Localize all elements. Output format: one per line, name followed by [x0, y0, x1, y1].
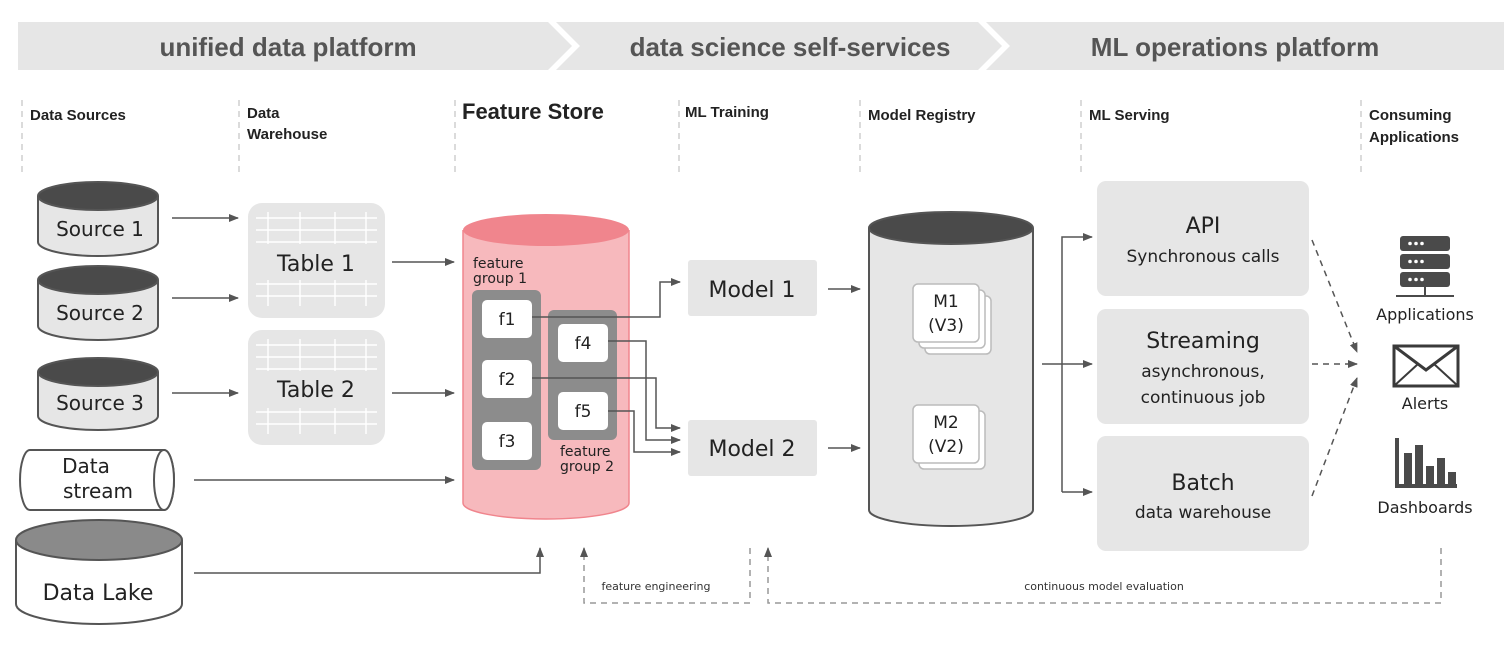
continuous-evaluation-label: continuous model evaluation: [1024, 580, 1184, 593]
feature-group-1-label-line1: feature: [473, 256, 524, 272]
banner-stage-3-shape: [986, 22, 1504, 70]
source-3-cylinder: Source 3: [37, 357, 159, 431]
col-data-warehouse-line2: Warehouse: [247, 126, 327, 143]
feature-f5: f5: [558, 392, 608, 430]
table-1-box: Table 1: [248, 203, 385, 318]
consumer-arrows: [1311, 239, 1358, 497]
model-1-box: Model 1: [688, 260, 817, 316]
data-lake-label: Data Lake: [43, 581, 154, 606]
model-registry-arrows: [828, 285, 861, 452]
source-2-cylinder: Source 2: [37, 265, 159, 341]
feature-f3: f3: [482, 422, 532, 460]
feature-group-1-label-line2: group 1: [473, 271, 527, 287]
feature-f4-label: f4: [575, 334, 592, 354]
banner-stage-1: unified data platform: [159, 32, 416, 62]
feature-group-2-label-line1: feature: [560, 444, 611, 460]
col-data-warehouse-line1: Data: [247, 105, 280, 122]
streaming-title: Streaming: [1146, 329, 1260, 354]
banner-stage-1-shape: [18, 22, 572, 70]
source-1-cylinder: Source 1: [37, 181, 159, 257]
source-1-label: Source 1: [56, 217, 144, 241]
batch-subtitle: data warehouse: [1135, 503, 1271, 523]
feature-f1: f1: [482, 300, 532, 338]
alerts-label: Alerts: [1402, 394, 1448, 413]
data-lake-cylinder: Data Lake: [15, 519, 183, 625]
m1-name: M1: [933, 292, 958, 312]
source-2-label: Source 2: [56, 301, 144, 325]
m2-version: (V2): [928, 437, 964, 457]
table-2-label: Table 2: [276, 378, 355, 403]
stage-banner: unified data platform data science self-…: [18, 22, 1504, 70]
feature-f4: f4: [558, 324, 608, 362]
col-ml-serving: ML Serving: [1089, 107, 1170, 124]
model-registry-cylinder: [868, 211, 1034, 527]
m2-name: M2: [933, 413, 958, 433]
feature-f2: f2: [482, 360, 532, 398]
model-1-label: Model 1: [708, 278, 795, 303]
banner-stage-3: ML operations platform: [1091, 32, 1379, 62]
col-model-registry: Model Registry: [868, 107, 976, 124]
feedback-loops: [580, 547, 1442, 604]
dashboards-label: Dashboards: [1377, 498, 1472, 517]
col-data-sources: Data Sources: [30, 107, 126, 124]
batch-title: Batch: [1171, 471, 1234, 496]
serving-connectors: [1042, 233, 1093, 496]
serving-batch-box: Batch data warehouse: [1097, 436, 1309, 551]
model-2-label: Model 2: [708, 437, 795, 462]
m1-version: (V3): [928, 316, 964, 336]
feature-group-2-label-line2: group 2: [560, 459, 614, 475]
model-card-m2: M2 (V2): [912, 404, 986, 470]
feature-f5-label: f5: [575, 402, 592, 422]
bar-chart-icon: [1395, 438, 1457, 488]
serving-streaming-box: Streaming asynchronous, continuous job: [1097, 309, 1309, 424]
server-icon: [1396, 236, 1454, 297]
source-3-label: Source 3: [56, 391, 144, 415]
api-title: API: [1186, 214, 1221, 239]
column-headers: [21, 100, 1362, 172]
envelope-icon: [1392, 344, 1460, 388]
table-2-box: Table 2: [248, 330, 385, 445]
feature-model-connectors: [532, 278, 681, 456]
table-1-label: Table 1: [276, 252, 355, 277]
feature-f3-label: f3: [499, 432, 516, 452]
data-stream-label-line2: stream: [63, 479, 133, 503]
data-stream-label-line1: Data: [62, 454, 110, 478]
col-consuming-line1: Consuming: [1369, 107, 1452, 124]
banner-stage-2: data science self-services: [630, 32, 951, 62]
applications-label: Applications: [1376, 305, 1474, 324]
feature-engineering-label: feature engineering: [601, 580, 710, 593]
ingest-arrows: [172, 214, 544, 574]
col-feature-store: Feature Store: [462, 99, 604, 124]
col-consuming-line2: Applications: [1369, 129, 1459, 146]
data-stream-cylinder: Data stream: [19, 449, 175, 511]
banner-stage-2-shape: [556, 22, 1002, 70]
model-card-m1: M1 (V3): [912, 283, 992, 355]
streaming-subtitle-line2: continuous job: [1141, 388, 1266, 408]
serving-api-box: API Synchronous calls: [1097, 181, 1309, 296]
api-subtitle: Synchronous calls: [1126, 247, 1279, 267]
feature-f2-label: f2: [499, 370, 516, 390]
model-2-box: Model 2: [688, 420, 817, 476]
streaming-subtitle-line1: asynchronous,: [1141, 362, 1264, 382]
col-ml-training: ML Training: [685, 104, 769, 121]
feature-f1-label: f1: [499, 310, 516, 330]
